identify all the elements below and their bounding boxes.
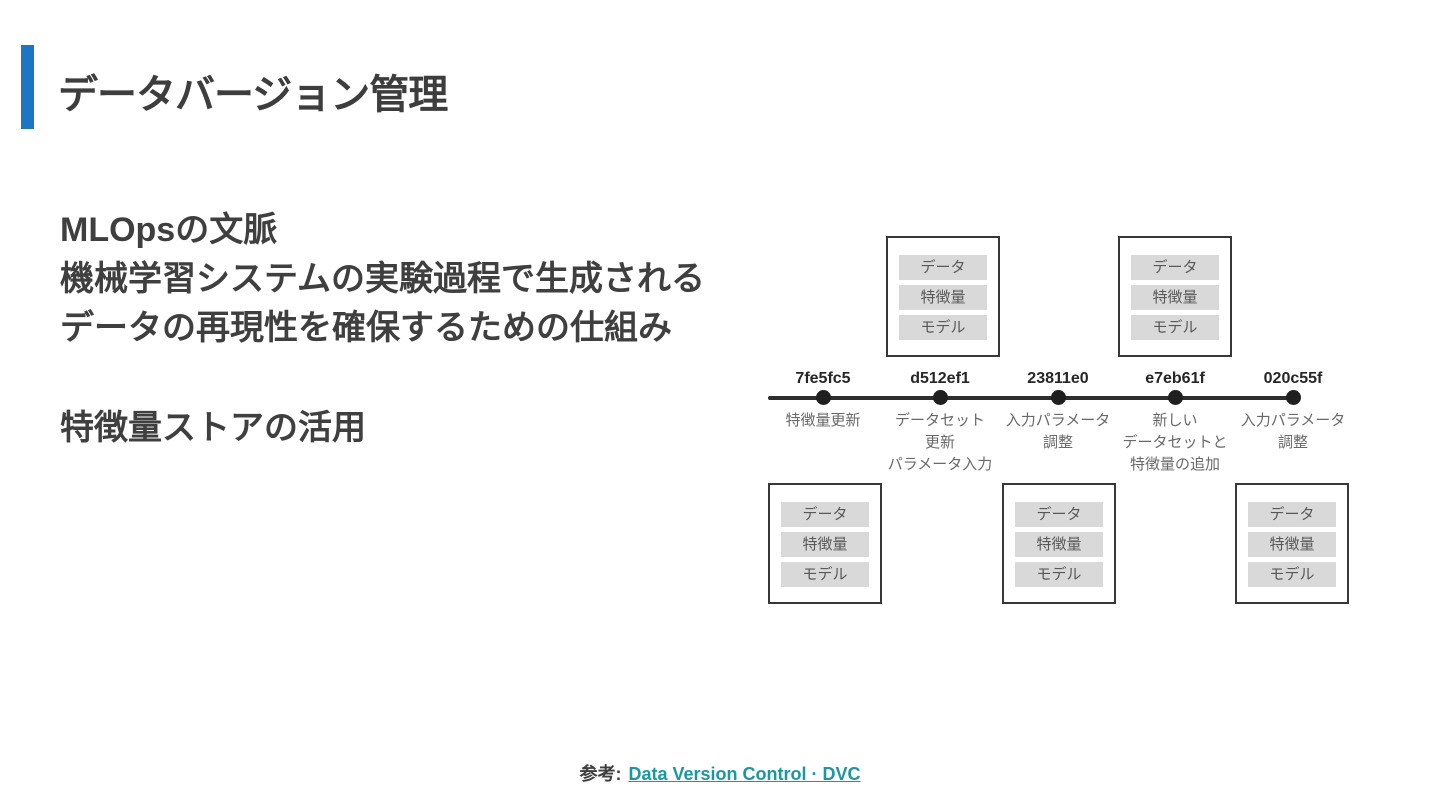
commit-hash-3: 23811e0 <box>1027 370 1089 387</box>
artifact-chip-features: 特徴量 <box>1131 285 1219 310</box>
artifact-chip-model: モデル <box>1248 562 1336 587</box>
artifact-box-bottom-2: データ 特徴量 モデル <box>1002 483 1116 604</box>
body-line-reproducibility: データの再現性を確保するための仕組み <box>60 309 672 347</box>
commit-hash-1: 7fe5fc5 <box>795 370 851 387</box>
artifact-chip-features: 特徴量 <box>781 532 869 557</box>
body-line-mlops: MLOpsの文脈 <box>60 211 278 249</box>
artifact-chip-features: 特徴量 <box>1015 532 1103 557</box>
commit-label-3: 入力パラメータ 調整 <box>1005 412 1111 451</box>
artifact-chip-model: モデル <box>1131 315 1219 340</box>
artifact-box-top-1: データ 特徴量 モデル <box>886 236 1000 357</box>
reference-prefix: 参考: <box>579 764 622 784</box>
body-line-system: 機械学習システムの実験過程で生成される <box>60 260 705 298</box>
body-paragraph-1: MLOpsの文脈 機械学習システムの実験過程で生成される データの再現性を確保す… <box>60 206 705 353</box>
commit-hash-4: e7eb61f <box>1145 370 1205 387</box>
body-paragraph-2: 特徴量ストアの活用 <box>60 409 366 447</box>
artifact-chip-data: データ <box>1015 502 1103 527</box>
commit-hash-2: d512ef1 <box>910 370 970 387</box>
commit-dot-2 <box>933 390 948 405</box>
artifact-chip-data: データ <box>1131 255 1219 280</box>
commit-label-5: 入力パラメータ 調整 <box>1240 412 1346 451</box>
artifact-chip-data: データ <box>1248 502 1336 527</box>
commit-dot-5 <box>1286 390 1301 405</box>
artifact-chip-model: モデル <box>1015 562 1103 587</box>
dvc-timeline-diagram: データ 特徴量 モデル データ 特徴量 モデル 7fe5fc5 d512ef1 … <box>760 230 1360 610</box>
artifact-box-top-2: データ 特徴量 モデル <box>1118 236 1232 357</box>
commit-dot-3 <box>1051 390 1066 405</box>
artifact-chip-data: データ <box>899 255 987 280</box>
dvc-reference-link[interactable]: Data Version Control · DVC <box>628 764 861 784</box>
artifact-chip-model: モデル <box>899 315 987 340</box>
artifact-chip-features: 特徴量 <box>1248 532 1336 557</box>
commit-label-4: 新しい データセットと 特徴量の追加 <box>1122 412 1228 473</box>
title-accent-bar <box>21 45 34 129</box>
page-title: データバージョン管理 <box>58 73 448 117</box>
commit-hash-5: 020c55f <box>1263 370 1323 387</box>
commit-dot-1 <box>816 390 831 405</box>
artifact-chip-features: 特徴量 <box>899 285 987 310</box>
artifact-chip-data: データ <box>781 502 869 527</box>
footer-reference: 参考: Data Version Control · DVC <box>0 760 1440 786</box>
commit-label-1: 特徴量更新 <box>785 412 861 429</box>
artifact-box-bottom-1: データ 特徴量 モデル <box>768 483 882 604</box>
commit-dot-4 <box>1168 390 1183 405</box>
artifact-box-bottom-3: データ 特徴量 モデル <box>1235 483 1349 604</box>
artifact-chip-model: モデル <box>781 562 869 587</box>
timeline-line <box>768 396 1296 400</box>
commit-label-2: データセット 更新 パラメータ入力 <box>887 412 993 473</box>
